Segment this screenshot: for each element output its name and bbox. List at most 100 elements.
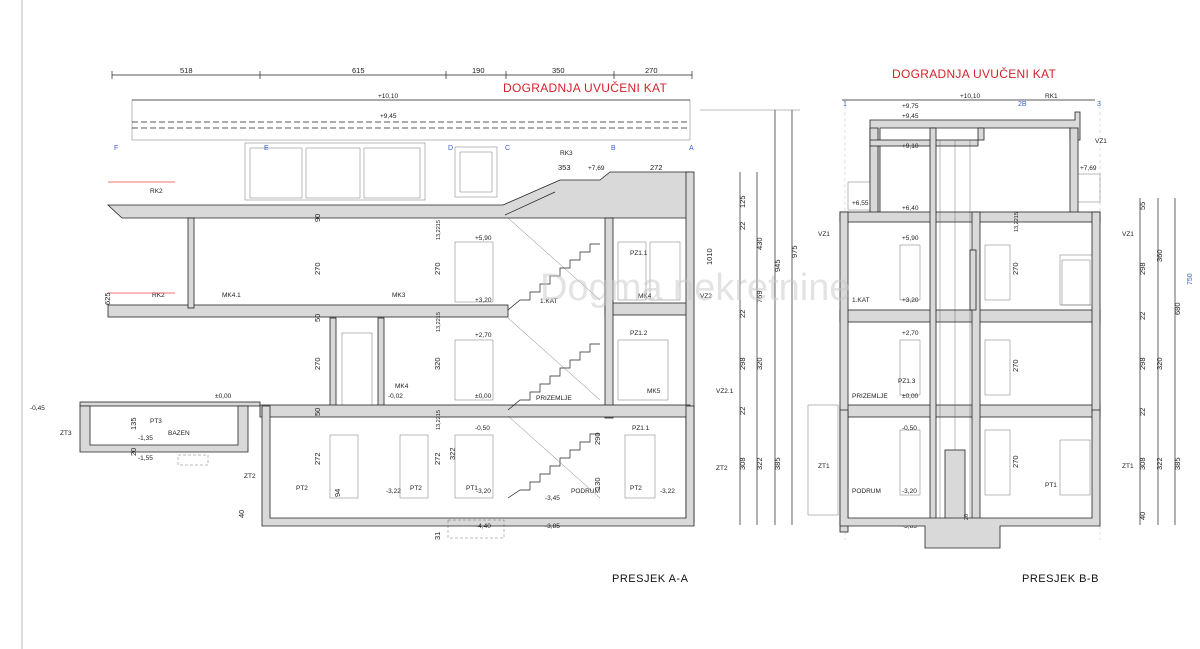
- level-b-6-55: +6,55: [852, 200, 869, 207]
- label-podrum-b: PODRUM: [852, 488, 881, 495]
- level-b-6-40: +6,40: [902, 205, 919, 212]
- vdim-322-a2: 322: [448, 447, 457, 460]
- room-pt2-3: PT2: [630, 485, 642, 492]
- vdim-945: 945: [773, 259, 782, 272]
- vdim-270-a1: 270: [313, 262, 322, 275]
- vdim-90: 90: [313, 214, 322, 222]
- room-mk4-ground: MK4: [395, 383, 409, 390]
- upper-floor-a: RK2 MK4.1 MK3 MK4 1.KAT +5,90 +3,20 PZ1.…: [107, 171, 695, 523]
- level-minus-3-20-a: -3,20: [476, 488, 491, 495]
- vdim-385-a: 385: [773, 457, 782, 470]
- label-vz1-left: VZ1: [818, 231, 830, 238]
- vdim-320-a2: 320: [433, 357, 442, 370]
- level-minus-4-40: -4,40: [476, 523, 491, 530]
- label-1-kat-a: 1.KAT: [540, 298, 558, 305]
- vertical-dims-b: 55 360 298 22 22 298 320 308 322 385 680…: [964, 198, 1194, 525]
- vdim-22-a3: 22: [738, 407, 747, 415]
- vdim-b-270-1: 270: [1011, 262, 1020, 275]
- axis-f: F: [114, 145, 118, 152]
- level-2-70-a: +2,70: [475, 332, 492, 339]
- grid-axes-a: F E D C B A: [114, 145, 694, 152]
- level-9-45: +9,45: [380, 113, 397, 120]
- label-zt1-left: ZT1: [818, 463, 830, 470]
- section-title-b: PRESJEK B-B: [1022, 573, 1099, 585]
- dim-518: 518: [180, 66, 193, 75]
- roof-addition: +10,10 +9,45: [131, 93, 691, 141]
- level-b-7-69: +7,69: [1080, 165, 1097, 172]
- vdim-13-2215-a2: 13,2215: [436, 312, 442, 332]
- axis-c: C: [505, 145, 510, 152]
- level-b-minus-3-85: -3,85: [902, 523, 917, 530]
- level-b-minus-3-20: -3,20: [902, 488, 917, 495]
- axis-d: D: [448, 145, 453, 152]
- vdim-b-13-2215: 13,2215: [1014, 212, 1020, 232]
- room-pt1-b: PT1: [1045, 482, 1057, 489]
- room-pz1-2: PZ1.2: [630, 330, 648, 337]
- room-mk3: MK3: [392, 292, 406, 299]
- top-dimension-chain: 518 615 190 350 270: [111, 66, 693, 79]
- vdim-b-270-3: 270: [1011, 455, 1020, 468]
- level-b-2-70: +2,70: [902, 330, 919, 337]
- level-b-10-10: +10,10: [960, 93, 980, 100]
- vdim-b-298-2: 298: [1138, 357, 1147, 370]
- vdim-13-2215-a1: 13,2215: [436, 220, 442, 240]
- axis-1: 1: [843, 101, 847, 108]
- level-minus-0-50-a: -0,50: [475, 425, 490, 432]
- vdim-20: 20: [129, 448, 138, 456]
- room-mk4-right: MK4: [638, 293, 652, 300]
- level-b-9-10: +9,10: [902, 143, 919, 150]
- vdim-270-a2: 270: [313, 357, 322, 370]
- room-rk2-mid: RK2: [152, 292, 165, 299]
- section-b-b: DOGRADNJA UVUČENI KAT 1 2B 3 +10,10 RK1 …: [807, 66, 1194, 585]
- level-b-5-90: +5,90: [902, 235, 919, 242]
- label-vz2: VZ2: [700, 293, 712, 300]
- vdim-13-2215-a3: 13,2215: [436, 410, 442, 430]
- vdim-769: 769: [755, 290, 764, 303]
- vdim-b-20: 20: [964, 514, 970, 520]
- vdim-290: 290: [593, 432, 602, 445]
- label-vz1-right: VZ1: [1122, 231, 1134, 238]
- vdim-b-298-1: 298: [1138, 262, 1147, 275]
- vdim-b-360: 360: [1155, 249, 1164, 262]
- label-vz1-top: VZ1: [1095, 138, 1107, 145]
- penthouse-b: +9,10 VZ1 +7,69 +6,55 +6,40: [847, 111, 1107, 221]
- room-pt2-2: PT2: [410, 485, 422, 492]
- dim-270: 270: [645, 66, 658, 75]
- vdim-298-a: 298: [738, 357, 747, 370]
- dim-350: 350: [552, 66, 565, 75]
- room-pz1-1-top: PZ1.1: [630, 250, 648, 257]
- label-1-kat-b: 1.KAT: [852, 297, 870, 304]
- room-pt3: PT3: [150, 418, 162, 425]
- label-podrum-a: PODRUM: [571, 488, 600, 495]
- dim-190: 190: [472, 66, 485, 75]
- upper-floor-windows: [244, 142, 498, 201]
- axis-2b: 2B: [1018, 101, 1027, 108]
- level-5-90-a: +5,90: [475, 235, 492, 242]
- label-zt2-right: ZT2: [716, 465, 728, 472]
- level-minus-0-45: -0,45: [30, 405, 45, 412]
- level-minus-3-85-a: -3,85: [545, 523, 560, 530]
- addition-label-b: DOGRADNJA UVUČENI KAT: [892, 66, 1056, 81]
- vdim-22-a1: 22: [738, 222, 747, 230]
- vdim-1010: 1010: [705, 248, 714, 265]
- section-a-a: 518 615 190 350 270 DOGRADNJA UVUČENI KA…: [30, 66, 800, 585]
- vdim-94: 94: [333, 489, 342, 497]
- staircase-a: [507, 217, 601, 499]
- label-vz2-1: VZ2.1: [716, 388, 734, 395]
- room-pt2-1: PT2: [296, 485, 308, 492]
- dim-353: 353: [558, 163, 571, 172]
- vdim-40-a: 40: [237, 510, 246, 518]
- vdim-975: 975: [790, 245, 799, 258]
- vdim-b-40: 40: [1138, 512, 1147, 520]
- level-minus-1-35: -1,35: [138, 435, 153, 442]
- label-zt1-right: ZT1: [1122, 463, 1134, 470]
- pool-a: PT3 BAZEN -1,35 -1,55 ZT3: [60, 405, 249, 466]
- level-minus-3-22-b: -3,22: [660, 488, 675, 495]
- level-b-0-00: ±0,00: [902, 393, 919, 400]
- dim-272: 272: [650, 163, 663, 172]
- level-b-3-20: +3,20: [902, 297, 919, 304]
- vdim-130: 130: [593, 477, 602, 490]
- room-pz1-3: PZ1.3: [898, 378, 916, 385]
- room-pz1-1-bottom: PZ1.1: [632, 425, 650, 432]
